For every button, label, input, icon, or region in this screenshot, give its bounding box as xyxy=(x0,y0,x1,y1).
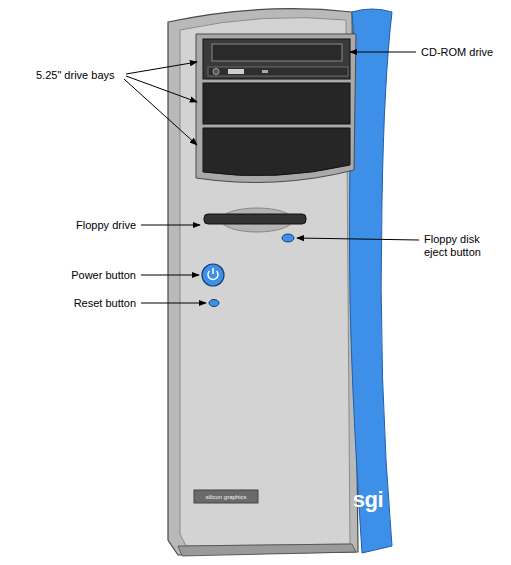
leader-line xyxy=(141,275,199,276)
reset-button xyxy=(209,300,219,307)
drive-bay xyxy=(203,83,350,124)
leader-line xyxy=(141,225,200,226)
cd-button xyxy=(228,69,244,74)
blue-stripe xyxy=(350,9,393,553)
part-label: Floppy drive xyxy=(76,219,136,232)
part-label: Reset button xyxy=(74,297,136,310)
power-symbol xyxy=(212,268,214,274)
eject-button xyxy=(282,234,294,242)
brand-badge: silicon graphics xyxy=(205,493,246,501)
badge-plate xyxy=(194,490,258,503)
part-label: CD-ROM drive xyxy=(421,46,493,59)
cd-rom-drive xyxy=(203,39,350,79)
leader-line xyxy=(297,238,419,240)
drive-bay xyxy=(203,128,350,176)
front-panel xyxy=(180,18,350,546)
leader-line xyxy=(126,62,197,74)
base xyxy=(178,544,356,556)
chassis xyxy=(168,9,358,555)
leader-line xyxy=(124,79,197,145)
power-button xyxy=(202,264,224,286)
brand-logo: sgi xyxy=(353,488,383,512)
part-label: Power button xyxy=(71,269,136,282)
cd-led xyxy=(262,70,268,73)
leader-line xyxy=(141,303,206,304)
part-label: Floppy disk eject button xyxy=(424,233,502,259)
leader-line xyxy=(126,76,197,102)
part-label: 5.25" drive bays xyxy=(36,69,115,82)
cd-tray xyxy=(212,44,342,61)
cd-jack xyxy=(213,69,219,75)
drive-bay-frame xyxy=(196,34,356,183)
cd-control-strip xyxy=(208,67,348,76)
leader-line xyxy=(350,52,416,53)
floppy-slot xyxy=(204,214,306,224)
